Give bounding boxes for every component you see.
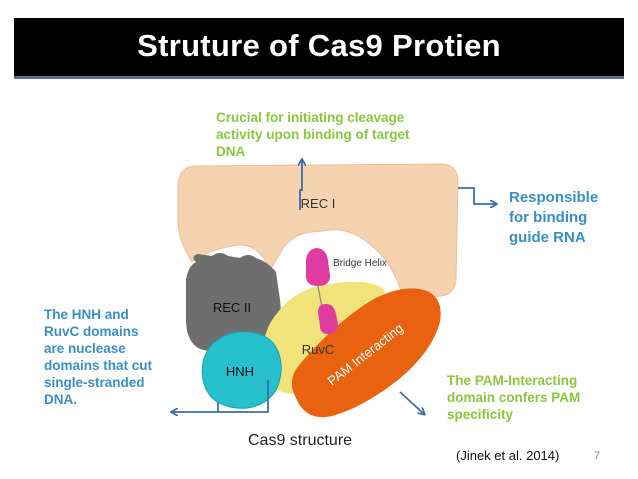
annotation-line: activity upon binding of target <box>216 127 410 142</box>
annotation-line: DNA <box>216 144 246 159</box>
nuclease-annotation: The HNH and RuvC domains are nuclease do… <box>44 306 152 408</box>
rec1-label: REC I <box>301 196 336 211</box>
annotation-line: single-stranded <box>44 375 145 390</box>
bridge-helix-label: Bridge Helix <box>333 258 387 269</box>
guide-rna-arrow <box>458 187 496 204</box>
diagram-caption: Cas9 structure <box>248 432 353 449</box>
slide-title: Struture of Cas9 Protien <box>137 28 501 63</box>
rec2-label: REC II <box>213 300 251 315</box>
hnh-domain <box>201 331 282 409</box>
nuclease-arrow <box>172 380 269 412</box>
annotation-line: specificity <box>447 407 514 422</box>
pam-arrow <box>399 391 424 414</box>
pam-domain <box>291 288 441 418</box>
rec1-annotation: Crucial for initiating cleavage activity… <box>216 109 410 160</box>
annotation-line: Crucial for initiating cleavage <box>216 110 405 125</box>
annotation-line: Responsible <box>509 189 599 206</box>
annotation-line: for binding <box>509 209 588 226</box>
title-bar: Struture of Cas9 Protien <box>14 18 624 79</box>
annotation-line: domain confers PAM <box>447 390 581 405</box>
ruvc-domain <box>262 281 386 394</box>
rec2-domain <box>186 253 281 353</box>
annotation-line: are nuclease <box>44 341 126 356</box>
bridge-helix-connector <box>317 285 323 309</box>
annotation-line: The HNH and <box>44 307 129 322</box>
citation: (Jinek et al. 2014) <box>456 448 560 463</box>
hnh-label: HNH <box>226 364 254 379</box>
annotation-line: RuvC domains <box>44 324 139 339</box>
pam-annotation: The PAM-Interacting domain confers PAM s… <box>447 372 580 423</box>
bridge-helix-bottom <box>318 304 338 334</box>
guide-rna-annotation: Responsible for binding guide RNA <box>509 188 598 248</box>
ruvc-label: RuvC <box>302 342 335 357</box>
rec1-domain <box>177 163 459 297</box>
annotation-line: The PAM-Interacting <box>447 373 578 388</box>
page-number: 7 <box>594 450 601 462</box>
rec1-arrow <box>300 160 302 210</box>
annotation-line: guide RNA <box>509 229 586 246</box>
bridge-helix-top <box>306 248 330 286</box>
annotation-line: domains that cut <box>44 358 153 373</box>
annotation-line: DNA. <box>44 392 77 407</box>
